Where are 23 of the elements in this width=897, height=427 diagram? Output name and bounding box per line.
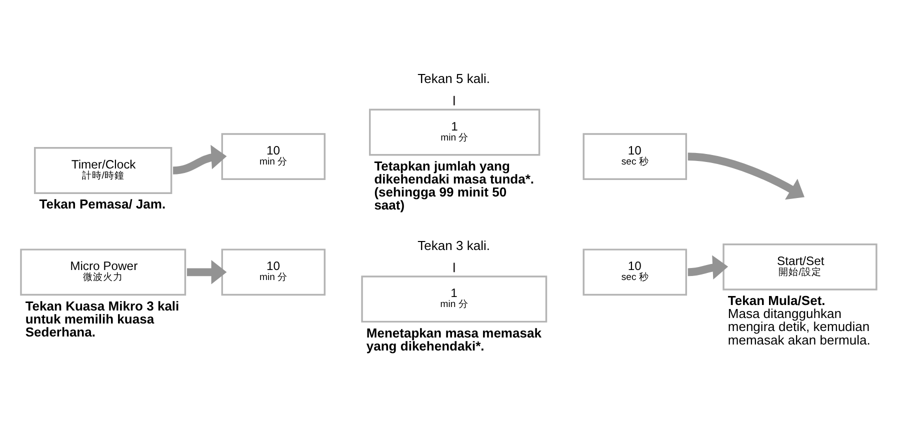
node-box: Timer/Clock 計時/時鐘 [34, 147, 172, 194]
node-box: 10 min 分 [221, 248, 326, 296]
node-label: Tetapkan jumlah yang dikehendaki masa tunda*. (sehingga 99 minit 50 saat) [374, 158, 534, 213]
node-label: Tekan Pemasa/ Jam. [39, 196, 166, 212]
node-box: Micro Power 微波火力 [20, 248, 186, 296]
node-box: Start/Set 開始/設定 [722, 243, 878, 290]
arrow [186, 260, 227, 284]
node-text: Tekan 5 kali. [418, 71, 490, 86]
node-box: 10 min 分 [221, 133, 326, 180]
node-label: Masa ditangguhkan mengira detik, kemudian memasak akan bermula. [728, 306, 870, 348]
node-text: Tekan 3 kali. [418, 238, 490, 253]
node-box: 1 min 分 [369, 108, 540, 156]
arrow [688, 255, 728, 280]
connector [454, 96, 455, 106]
arrow [688, 152, 804, 200]
connector [454, 262, 455, 272]
node-box: 1 min 分 [361, 276, 548, 323]
node-box: 10 sec 秒 [582, 133, 688, 180]
node-label: Menetapkan masa memasak yang dikehendaki*. [366, 325, 542, 354]
arrow [172, 144, 227, 174]
node-box: 10 sec 秒 [582, 248, 688, 296]
node-label: Tekan Mula/Set. [728, 293, 826, 308]
node-label: Tekan Kuasa Mikro 3 kali untuk memilih kuasa Sederhana. [25, 298, 180, 340]
